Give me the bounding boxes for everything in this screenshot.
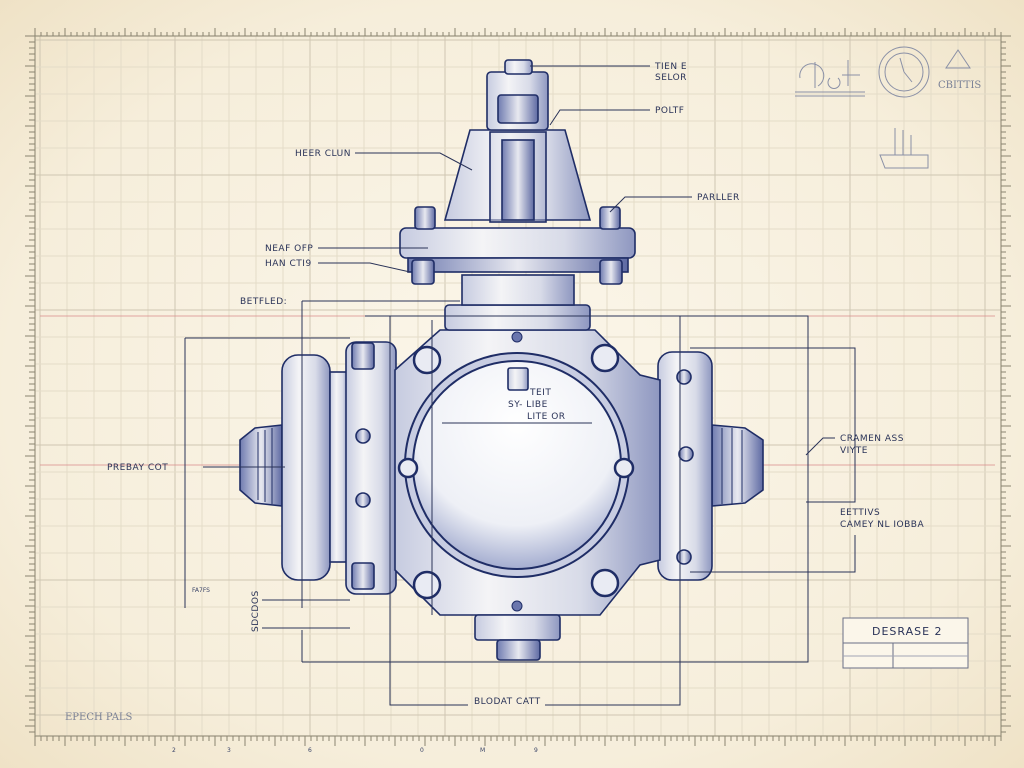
- callout-sdcdos: SDCDOS: [251, 590, 261, 632]
- ruler-label: 9: [534, 747, 538, 754]
- ruler-label: 2: [172, 747, 176, 754]
- right-flange-assembly: [657, 351, 764, 581]
- left-flange-assembly: [239, 341, 397, 595]
- callout-selor: SELOR: [655, 73, 687, 83]
- rulers: [25, 28, 1011, 746]
- warning-triangle-icon: [945, 49, 971, 69]
- callout-camey: CAMEY NL IOBBA: [840, 520, 924, 530]
- callout-tien: TIEN E: [654, 62, 687, 72]
- callout-viyte: VIYTE: [840, 446, 868, 456]
- bonnet-assembly: [399, 59, 636, 331]
- ruler-label: 0: [420, 747, 424, 754]
- valve-body: [394, 329, 661, 616]
- callout-eettivs: EETTIVS: [840, 508, 880, 518]
- ruler-label: M: [480, 747, 485, 754]
- sheet-border: [34, 35, 1002, 737]
- callout-bloodat: BLODAT CATT: [474, 697, 541, 707]
- logo-marks: [795, 46, 971, 169]
- sheet-note: EPECH PALS: [65, 712, 133, 723]
- logo-caption: CBITTIS: [938, 80, 981, 91]
- clock-icon: [878, 46, 930, 98]
- ruler-labels: 2 3 6 0 M 9: [172, 747, 538, 754]
- callout-han-cti9: HAN CTI9: [265, 259, 312, 269]
- callout-parller: PARLLER: [697, 193, 740, 203]
- callout-poltf: POLTF: [655, 106, 684, 116]
- callout-betfled: BETFLED:: [240, 297, 287, 307]
- ruler-label: 6: [308, 747, 312, 754]
- bottom-stem: [474, 614, 561, 661]
- callout-neaf-ofp: NEAF OFP: [265, 244, 313, 254]
- callout-fa7fs: FA7FS: [192, 587, 210, 594]
- monogram-logo: [799, 60, 860, 89]
- bore-label-1: TEIT: [529, 388, 551, 398]
- title-block: DESRASE 2: [842, 617, 969, 669]
- callout-labels: TIEN E SELOR POLTF HEER CLUN PARLLER NEA…: [65, 62, 981, 723]
- callout-prebay-cot: PREBAY COT: [107, 463, 168, 473]
- ruler-label: 3: [227, 747, 231, 754]
- title-block-title: DESRASE 2: [872, 625, 943, 638]
- callout-cramen-ass: CRAMEN ASS: [840, 434, 904, 444]
- chart-glyph-icon: [879, 128, 929, 169]
- callout-heer-clun: HEER CLUN: [295, 149, 351, 159]
- bore-label-3: LITE OR: [527, 412, 566, 422]
- bore-label-2: SY- LIBE: [508, 400, 548, 410]
- leader-lines: [184, 65, 856, 706]
